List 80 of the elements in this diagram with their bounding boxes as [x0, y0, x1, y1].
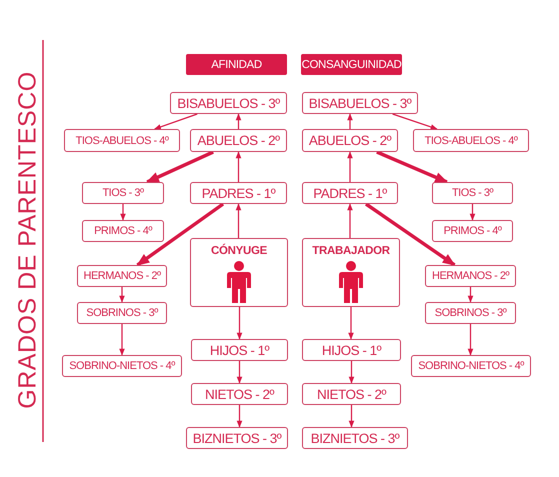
- arrow: [468, 287, 474, 303]
- relation-box: [302, 427, 408, 449]
- arrow: [364, 202, 456, 266]
- node-label: TIOS-ABUELOS - 4º: [424, 134, 518, 146]
- header-box: [186, 54, 287, 75]
- relation-box: [302, 92, 418, 114]
- relation-box: [191, 339, 288, 361]
- node-label: HERMANOS - 2º: [84, 270, 160, 282]
- node-label: PADRES - 1º: [313, 186, 387, 200]
- arrow: [236, 405, 242, 428]
- node-label: ABUELOS - 2º: [308, 133, 392, 148]
- arrow: [236, 151, 242, 182]
- relation-box: [82, 220, 164, 242]
- arrow: [348, 307, 354, 340]
- arrow: [470, 204, 476, 221]
- arrow: [347, 151, 353, 182]
- node-label: HERMANOS - 2º: [432, 270, 509, 282]
- relation-box: [191, 383, 288, 405]
- relation-box: [411, 355, 531, 377]
- node-label: HIJOS - 1º: [210, 342, 270, 358]
- relation-box: [302, 182, 398, 204]
- node-label: PRIMOS - 4º: [94, 225, 152, 237]
- node-label: HIJOS - 1º: [322, 342, 382, 358]
- node-label: NIETOS - 2º: [205, 386, 274, 402]
- node-label: BIZNIETOS - 3º: [310, 430, 400, 446]
- header-box: [301, 54, 402, 75]
- relation-box: [77, 265, 167, 287]
- relation-box: [64, 129, 180, 152]
- node-label: NIETOS - 2º: [317, 386, 386, 402]
- arrow: [347, 203, 353, 238]
- arrow: [348, 361, 354, 384]
- node-label: TIOS-ABUELOS - 4º: [76, 134, 168, 146]
- relation-box: [62, 355, 182, 377]
- arrow: [236, 361, 242, 384]
- title: GRADOS DE PARENTESCO: [14, 71, 42, 409]
- relation-box: [190, 129, 287, 152]
- relation-box: [302, 339, 401, 361]
- arrow: [468, 324, 474, 356]
- relation-box: [170, 92, 287, 114]
- person-box: [302, 238, 400, 307]
- relation-box: [425, 265, 516, 287]
- node-label: SOBRINOS - 3º: [86, 307, 158, 319]
- node-label: AFINIDAD: [211, 58, 262, 70]
- relation-box: [413, 129, 529, 152]
- relation-box: [77, 302, 167, 324]
- arrow: [236, 307, 242, 340]
- node-label: TRABAJADOR: [312, 245, 390, 257]
- node-label: PADRES - 1º: [202, 186, 276, 200]
- node-label: PRIMOS - 4º: [444, 225, 502, 237]
- node-label: CONSANGUINIDAD: [302, 58, 402, 70]
- relation-box: [432, 182, 513, 204]
- arrow: [236, 203, 242, 238]
- arrow: [236, 113, 242, 129]
- arrow: [119, 287, 125, 303]
- arrow: [348, 405, 354, 428]
- relation-box: [425, 302, 516, 324]
- node-label: BISABUELOS - 3º: [308, 96, 412, 110]
- arrow: [120, 204, 126, 221]
- node-label: ABUELOS - 2º: [197, 133, 280, 148]
- relation-box: [302, 129, 398, 152]
- relation-box: [186, 427, 288, 449]
- node-label: SOBRINO-NIETOS - 4º: [69, 360, 175, 372]
- relation-box: [82, 182, 164, 204]
- node-label: SOBRINO-NIETOS - 4º: [418, 360, 524, 372]
- relation-box: [302, 383, 401, 405]
- node-label: TIOS - 3º: [452, 187, 494, 199]
- node-label: TIOS - 3º: [102, 187, 144, 199]
- arrow: [376, 150, 448, 184]
- node-label: CÓNYUGE: [210, 245, 268, 257]
- arrow: [146, 150, 214, 184]
- node-label: SOBRINOS - 3º: [434, 307, 506, 319]
- arrow: [347, 113, 353, 129]
- relation-box: [190, 182, 287, 204]
- relation-box: [432, 220, 513, 242]
- arrow: [136, 202, 224, 266]
- arrow: [119, 324, 125, 356]
- node-label: BISABUELOS - 3º: [177, 96, 280, 110]
- node-label: BIZNIETOS - 3º: [192, 430, 282, 446]
- arrow: [392, 113, 438, 130]
- person-box: [190, 238, 288, 307]
